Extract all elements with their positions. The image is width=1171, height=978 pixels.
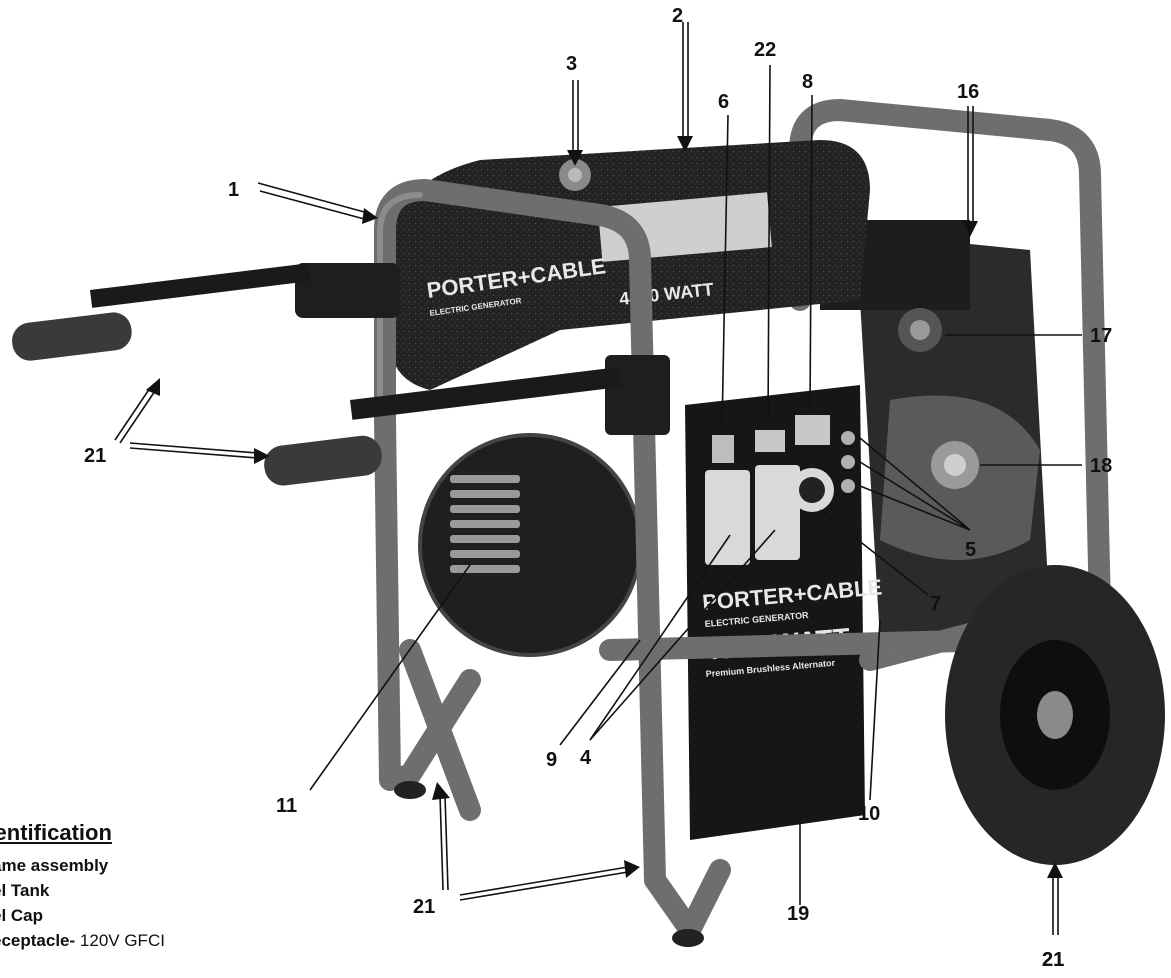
wheel-hub xyxy=(1037,691,1073,739)
callout-22: 22 xyxy=(754,39,776,61)
gfci-receptacle-right xyxy=(755,465,800,560)
callout-17: 17 xyxy=(1090,325,1112,347)
callout-19: 19 xyxy=(787,903,809,925)
twist-lock-outlet-inner xyxy=(799,477,825,503)
handle-grip-upper xyxy=(12,312,132,361)
callout-2: 2 xyxy=(672,5,683,27)
muffler-outlet-inner xyxy=(944,454,966,476)
front-leg-right xyxy=(644,859,731,941)
callout-6: 6 xyxy=(718,91,729,113)
circuit-breaker xyxy=(755,430,785,452)
callout-11: 11 xyxy=(276,795,297,817)
legend-item-receptacle: eceptacle- 120V GFCI xyxy=(0,931,165,950)
callout-4: 4 xyxy=(580,747,592,769)
foot-right xyxy=(672,929,704,947)
callout-5: 5 xyxy=(965,539,976,561)
callout-21-handle: 21 xyxy=(84,445,106,467)
handle-bar-upper xyxy=(89,263,311,308)
callout-16: 16 xyxy=(957,81,979,103)
dc-outlet xyxy=(795,415,830,445)
callout-3: 3 xyxy=(566,53,577,75)
handle-bar-lower xyxy=(350,367,621,420)
rear-frame-tube xyxy=(789,99,1111,621)
callout-18: 18 xyxy=(1090,455,1112,477)
legend-title: Identification xyxy=(0,820,112,845)
callout-21-wheel-duplicate: 21 xyxy=(1042,949,1064,971)
legend-item-frame: ame assembly xyxy=(0,856,109,875)
air-filter-center xyxy=(910,320,930,340)
alternator-vents xyxy=(450,475,520,573)
idle-switch xyxy=(712,435,734,463)
callout-21-feet: 21 xyxy=(413,896,435,918)
gfci-receptacle-left xyxy=(705,470,750,565)
front-frame-highlight xyxy=(377,192,423,423)
callout-8: 8 xyxy=(802,71,813,93)
leader-lines xyxy=(114,22,1082,935)
handle-bracket-upper xyxy=(295,263,400,318)
front-frame-tube xyxy=(374,179,666,891)
handle-bracket-lower xyxy=(605,355,670,435)
front-leg-left xyxy=(374,409,481,791)
legend-item-fuel-cap: el Cap xyxy=(0,906,44,925)
legend-item-fuel-tank: el Tank xyxy=(0,881,50,900)
callout-9: 9 xyxy=(546,749,557,771)
callout-7: 7 xyxy=(930,593,941,615)
breaker-buttons xyxy=(841,431,855,493)
handle-grip-lower xyxy=(264,435,382,486)
callout-numbers: 1 2 3 22 6 8 16 17 18 21 21 5 7 11 9 4 1… xyxy=(84,5,1112,971)
foot-left xyxy=(394,781,426,799)
callout-1: 1 xyxy=(228,179,239,201)
fuel-cap-center xyxy=(568,168,582,182)
callout-21-wheel: 21 xyxy=(1042,949,1064,971)
callout-10: 10 xyxy=(858,803,880,825)
